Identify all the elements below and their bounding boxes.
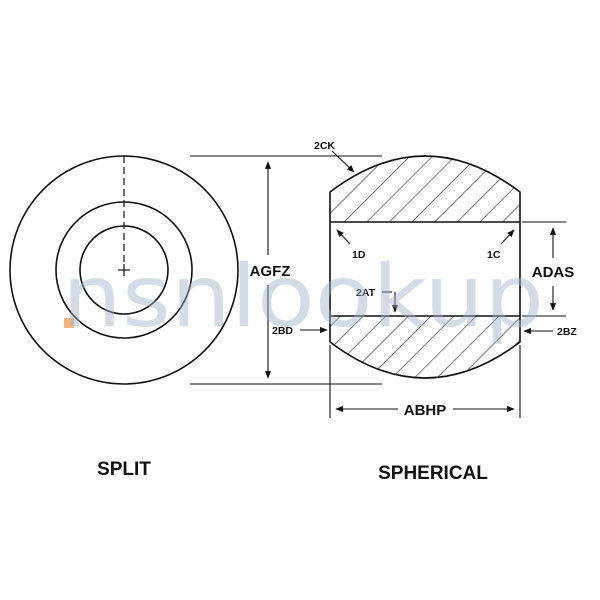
dim-agfz: AGFZ bbox=[190, 155, 382, 385]
label-2bz: 2BZ bbox=[557, 326, 577, 338]
dim-abhp: ABHP bbox=[329, 345, 521, 419]
label-2bd: 2BD bbox=[272, 325, 293, 337]
leader-2bd: 2BD bbox=[272, 325, 328, 337]
label-1c: 1C bbox=[487, 249, 501, 261]
sphere-outline bbox=[329, 155, 521, 379]
leader-1c: 1C bbox=[487, 229, 515, 261]
caption-spherical: SPHERICAL bbox=[378, 463, 488, 484]
caption-split: SPLIT bbox=[97, 459, 151, 480]
label-abhp: ABHP bbox=[404, 402, 447, 419]
watermark-dot bbox=[64, 318, 74, 328]
dim-adas: ADAS bbox=[522, 221, 575, 317]
label-1d: 1D bbox=[352, 249, 366, 261]
hatch-top bbox=[330, 156, 520, 222]
label-2ck: 2CK bbox=[314, 140, 335, 152]
leader-2bz: 2BZ bbox=[523, 326, 577, 338]
leader-2ck: 2CK bbox=[314, 140, 355, 173]
label-2at: 2AT bbox=[356, 287, 376, 299]
leader-1d: 1D bbox=[336, 229, 366, 261]
label-agfz: AGFZ bbox=[250, 263, 291, 280]
split-view bbox=[9, 155, 239, 385]
watermark: nsnlookup bbox=[62, 247, 544, 347]
leader-2at: 2AT bbox=[356, 287, 399, 313]
watermark-text: nsnlookup bbox=[62, 247, 544, 347]
label-adas: ADAS bbox=[532, 264, 575, 281]
